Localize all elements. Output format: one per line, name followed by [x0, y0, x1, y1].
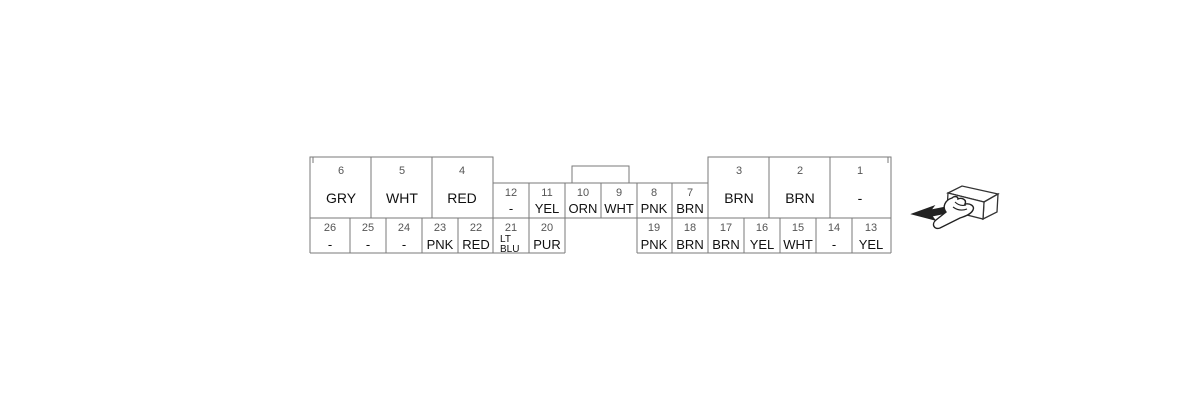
- cavity-23: 23 PNK: [427, 222, 454, 252]
- wire-color: YEL: [859, 237, 884, 252]
- cavity-2: 2 BRN: [785, 165, 815, 206]
- pin-number: 15: [792, 222, 804, 234]
- pin-number: 19: [648, 222, 660, 234]
- wire-color: RED: [447, 190, 477, 206]
- cavity-26: 26 -: [324, 222, 336, 252]
- pin-number: 10: [577, 187, 589, 199]
- cavity-7: 7 BRN: [676, 187, 703, 216]
- wire-color: -: [366, 237, 370, 252]
- pin-number: 14: [828, 222, 840, 234]
- wire-color: BRN: [724, 190, 754, 206]
- wire-color: BRN: [676, 237, 703, 252]
- pin-number: 24: [398, 222, 410, 234]
- hand-pointing-connector-icon: [910, 185, 1000, 230]
- wire-color: PNK: [641, 201, 668, 216]
- wire-color: WHT: [386, 190, 418, 206]
- wire-color: YEL: [750, 237, 775, 252]
- pin-number: 22: [470, 222, 482, 234]
- cavity-8: 8 PNK: [641, 187, 668, 216]
- cavity-25: 25 -: [362, 222, 374, 252]
- wire-color: PNK: [641, 237, 668, 252]
- pin-number: 12: [505, 187, 517, 199]
- pin-number: 8: [651, 187, 657, 199]
- wire-color: YEL: [535, 201, 560, 216]
- cavity-10: 10 ORN: [569, 187, 598, 216]
- pin-number: 26: [324, 222, 336, 234]
- cavity-15: 15 WHT: [783, 222, 813, 252]
- cavity-18: 18 BRN: [676, 222, 703, 252]
- pin-number: 21: [505, 222, 517, 234]
- wire-color-line2: BLU: [500, 244, 519, 255]
- pin-number: 2: [797, 165, 803, 177]
- wire-color: -: [858, 190, 863, 206]
- wire-color: PUR: [533, 237, 560, 252]
- cavity-21: 21 LT BLU: [500, 222, 519, 255]
- pin-number: 25: [362, 222, 374, 234]
- cavity-24: 24 -: [398, 222, 410, 252]
- wire-color-line1: LT: [500, 234, 511, 245]
- cavity-12: 12 -: [505, 187, 517, 216]
- cavity-17: 17 BRN: [712, 222, 739, 252]
- pin-number: 17: [720, 222, 732, 234]
- pin-number: 6: [338, 165, 344, 177]
- cavity-4: 4 RED: [447, 165, 477, 206]
- wire-color: BRN: [785, 190, 815, 206]
- pin-number: 1: [857, 165, 863, 177]
- cavity-5: 5 WHT: [386, 165, 418, 206]
- cavity-6: 6 GRY: [326, 165, 357, 206]
- wire-color: WHT: [783, 237, 813, 252]
- pin-number: 16: [756, 222, 768, 234]
- wire-color: GRY: [326, 190, 357, 206]
- pin-number: 4: [459, 165, 465, 177]
- pin-number: 7: [687, 187, 693, 199]
- cavity-11: 11 YEL: [535, 187, 560, 216]
- wire-color: BRN: [712, 237, 739, 252]
- wire-color: PNK: [427, 237, 454, 252]
- cavity-1: 1 -: [857, 165, 863, 206]
- cavity-16: 16 YEL: [750, 222, 775, 252]
- connector-housing: [309, 156, 892, 254]
- cavity-20: 20 PUR: [533, 222, 560, 252]
- wire-color: ORN: [569, 201, 598, 216]
- wire-color: WHT: [604, 201, 634, 216]
- pin-number: 11: [541, 187, 552, 199]
- pin-number: 18: [684, 222, 696, 234]
- pin-number: 23: [434, 222, 446, 234]
- cavity-22: 22 RED: [462, 222, 489, 252]
- pin-number: 13: [865, 222, 877, 234]
- wire-color: -: [832, 237, 836, 252]
- wire-color: -: [509, 201, 513, 216]
- wire-color: BRN: [676, 201, 703, 216]
- wire-color: -: [328, 237, 332, 252]
- pin-number: 5: [399, 165, 405, 177]
- wire-color: -: [402, 237, 406, 252]
- cavity-3: 3 BRN: [724, 165, 754, 206]
- cavity-19: 19 PNK: [641, 222, 668, 252]
- cavity-14: 14 -: [828, 222, 840, 252]
- cavity-13: 13 YEL: [859, 222, 884, 252]
- pin-number: 3: [736, 165, 742, 177]
- cavity-9: 9 WHT: [604, 187, 634, 216]
- pin-number: 20: [541, 222, 553, 234]
- pin-number: 9: [616, 187, 622, 199]
- wire-color: RED: [462, 237, 489, 252]
